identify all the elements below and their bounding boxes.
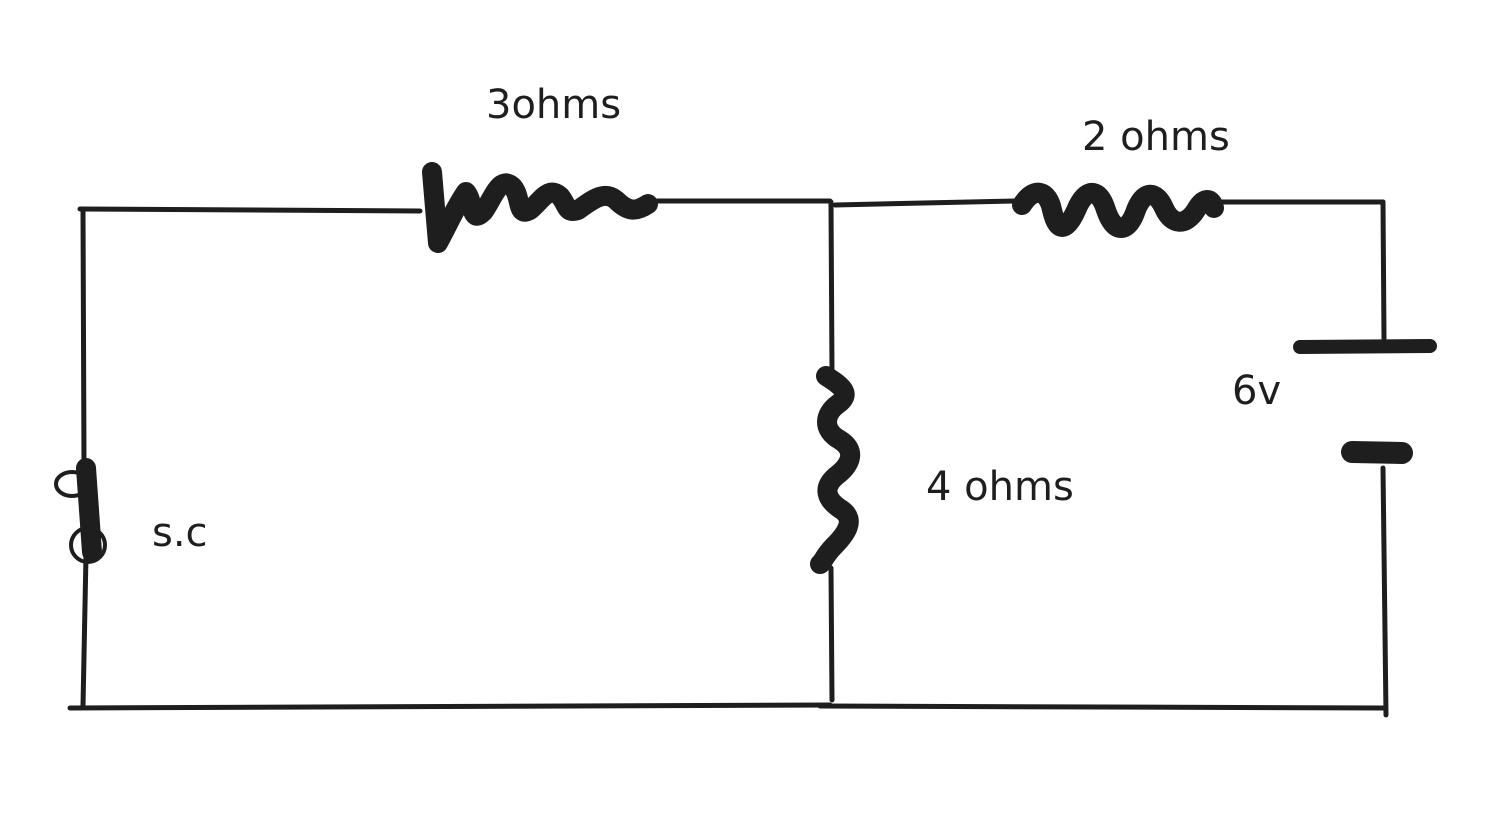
- resistor-2-ohm: 2 ohms: [1012, 114, 1230, 238]
- wire-middle-upper: [828, 199, 835, 375]
- battery-label: 6v: [1232, 368, 1281, 414]
- wire-right-upper: [1380, 199, 1387, 342]
- wire-middle-lower: [828, 565, 835, 703]
- short-circuit-label: s.c: [152, 510, 208, 556]
- wire-bottom-right: [817, 703, 1386, 711]
- resistor-2-ohm-coil: [1012, 182, 1224, 238]
- resistor-4-ohm-coil: [810, 366, 860, 574]
- wire-left-lower: [80, 552, 89, 709]
- battery-short-plate: [1341, 441, 1413, 464]
- wire-left-upper: [80, 207, 87, 468]
- resistor-2-ohm-label: 2 ohms: [1082, 114, 1230, 160]
- short-circuit-upper-loop: [54, 470, 90, 498]
- wire-top-right-a: [832, 198, 1018, 208]
- short-circuit: s.c: [54, 458, 208, 564]
- resistor-3-ohm: 3ohms: [422, 82, 658, 253]
- resistor-4-ohm: 4 ohms: [810, 366, 1074, 574]
- wire-top-left: [77, 206, 423, 214]
- resistor-4-ohm-label: 4 ohms: [926, 464, 1074, 510]
- wires: [67, 198, 1389, 718]
- wire-right-lower: [1380, 465, 1389, 718]
- resistor-3-ohm-coil: [422, 162, 658, 253]
- battery-6v: 6v: [1232, 339, 1437, 464]
- wire-bottom-left: [67, 702, 833, 711]
- short-circuit-lower-ring: [69, 526, 107, 564]
- battery-long-plate: [1293, 339, 1437, 354]
- resistor-3-ohm-label: 3ohms: [486, 82, 621, 128]
